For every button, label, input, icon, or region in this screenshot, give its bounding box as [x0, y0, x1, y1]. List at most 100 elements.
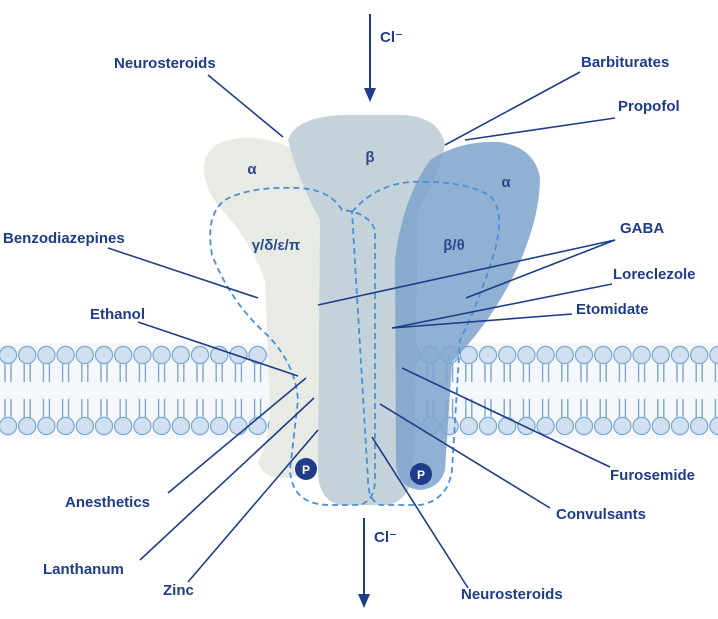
- leader-lines: [107, 71, 616, 589]
- phospho-site-left: P: [295, 458, 317, 480]
- subunit-beta-center-label: β: [365, 149, 374, 166]
- leader-furosemide: [401, 367, 611, 468]
- lipid-head: [517, 345, 536, 365]
- leader-zinc: [187, 429, 319, 583]
- hidden-subunit-outline-left: [209, 186, 376, 506]
- subunit-alpha-right-shape: [395, 141, 540, 490]
- lipid-head: [171, 416, 190, 436]
- lipid-head: [113, 416, 133, 436]
- leader-gaba-1: [317, 239, 616, 306]
- lipid-head: [690, 345, 709, 365]
- label-neurosteroids-bottom: Neurosteroids: [461, 586, 563, 603]
- label-convulsants: Convulsants: [556, 506, 646, 523]
- leader-propofol: [464, 117, 616, 141]
- lipid-head: [248, 416, 267, 436]
- lipid-head: [229, 416, 248, 436]
- lipid-head: [75, 345, 95, 365]
- leader-loreclezole: [391, 283, 613, 329]
- lipid-head: [632, 416, 651, 436]
- lipid-head: [498, 416, 517, 436]
- subunit-alpha-left-label: α: [247, 161, 257, 178]
- lipid-head: [209, 416, 229, 436]
- lipid-head: [56, 345, 75, 365]
- arrowhead-bottom: [358, 594, 370, 608]
- label-zinc: Zinc: [163, 582, 194, 599]
- leader-barbiturates: [444, 71, 581, 146]
- label-propofol: Propofol: [618, 98, 680, 115]
- label-ethanol: Ethanol: [90, 306, 145, 323]
- subunit-alpha-left-shape: [204, 137, 330, 479]
- receptor-channel: [204, 115, 540, 506]
- leader-etomidate: [391, 313, 573, 329]
- lipid-head: [37, 345, 56, 365]
- label-furosemide: Furosemide: [610, 467, 695, 484]
- hidden-subunit-outline-right: [351, 180, 500, 506]
- lipid-head: [171, 345, 190, 365]
- leader-benzodiazepines: [107, 247, 259, 299]
- lipid-head: [37, 416, 56, 436]
- modulator-labels: Neurosteroids Barbiturates Propofol Benz…: [3, 54, 696, 603]
- label-gaba: GABA: [620, 220, 664, 237]
- lipid-head: [574, 345, 594, 365]
- label-barbiturates: Barbiturates: [581, 54, 669, 71]
- lipid-head: [190, 416, 210, 436]
- lipid-head: [536, 416, 555, 436]
- leader-ethanol: [137, 321, 299, 377]
- lipid-head: [478, 416, 498, 436]
- label-etomidate: Etomidate: [576, 301, 649, 318]
- lipid-head: [0, 416, 18, 436]
- lipid-head: [459, 345, 478, 365]
- lipid-head: [113, 345, 133, 365]
- lipid-head: [152, 345, 171, 365]
- label-lanthanum: Lanthanum: [43, 561, 124, 578]
- leader-neurosteroids-top: [207, 74, 284, 138]
- lipid-head: [133, 416, 152, 436]
- lipid-head: [594, 416, 613, 436]
- lipid-head: [459, 416, 478, 436]
- lipid-head: [690, 416, 709, 436]
- lipid-head: [18, 416, 37, 436]
- lipid-head: [152, 416, 171, 436]
- phospho-label-right: P: [417, 468, 425, 482]
- subunit-alpha-right-label: α: [501, 174, 511, 191]
- lipid-head: [18, 345, 37, 365]
- phospho-circle-left: [295, 458, 317, 480]
- lipid-head: [94, 345, 114, 365]
- lipid-head: [478, 345, 498, 365]
- lipid-head: [56, 416, 75, 436]
- lipid-head: [670, 416, 690, 436]
- lipid-head: [133, 345, 152, 365]
- lipid-head: [0, 345, 18, 365]
- lipid-head: [574, 416, 594, 436]
- leader-neurosteroids-bottom: [371, 436, 469, 589]
- label-benzodiazepines: Benzodiazepines: [3, 230, 125, 247]
- chloride-flow-top: Cl⁻: [364, 14, 403, 102]
- lipid-head: [517, 416, 536, 436]
- lipid-head: [555, 345, 575, 365]
- lipid-head: [190, 345, 210, 365]
- subunit-beta-theta-label: β/θ: [443, 237, 464, 254]
- leader-lanthanum: [139, 397, 315, 561]
- lipid-head: [632, 345, 651, 365]
- lipid-head: [651, 345, 671, 365]
- leader-convulsants: [379, 403, 551, 509]
- phospho-circle-right: [410, 463, 432, 485]
- subunit-gamma-group-label: γ/δ/ε/π: [252, 237, 301, 254]
- lipid-head: [75, 416, 95, 436]
- lipid-head: [613, 416, 632, 436]
- lipid-head: [670, 345, 690, 365]
- label-anesthetics: Anesthetics: [65, 494, 150, 511]
- lipid-head: [536, 345, 555, 365]
- lipid-head: [709, 416, 718, 436]
- lipid-head: [651, 416, 671, 436]
- leader-gaba-2: [465, 239, 616, 299]
- label-neurosteroids-top: Neurosteroids: [114, 55, 216, 72]
- phospho-site-right: P: [410, 463, 432, 485]
- lipid-head: [248, 345, 267, 365]
- lipid-head: [555, 416, 575, 436]
- phospho-label-left: P: [302, 463, 310, 477]
- lipid-head: [94, 416, 114, 436]
- leader-anesthetics: [167, 377, 307, 494]
